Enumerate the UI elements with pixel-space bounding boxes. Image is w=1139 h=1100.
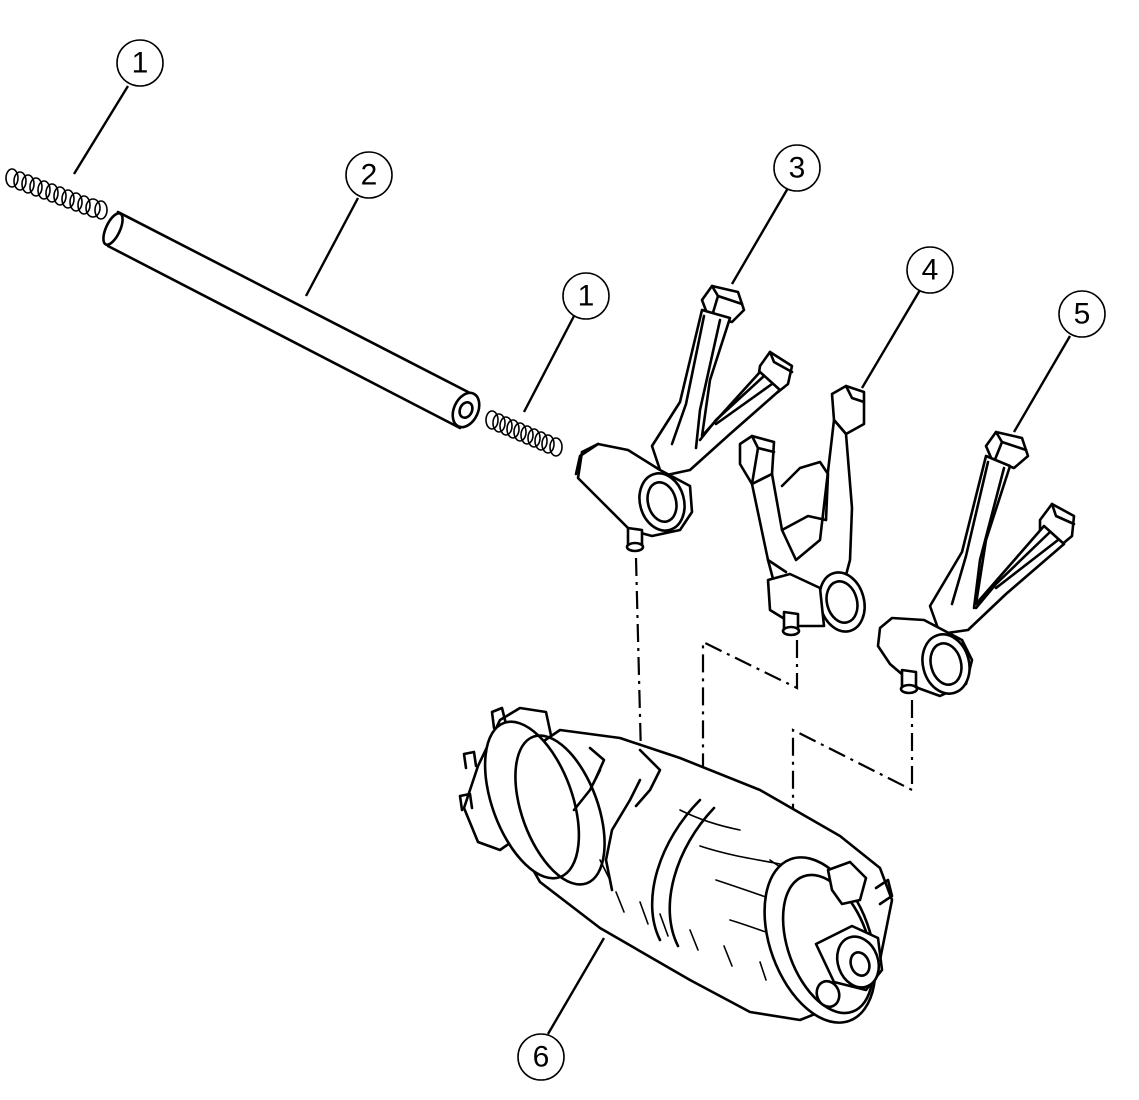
shift-fork-3 <box>574 284 794 553</box>
callout-4-label: 4 <box>922 254 939 287</box>
callout-5-label: 5 <box>1074 298 1091 331</box>
callout-1-center: 1 <box>562 272 610 320</box>
callout-6-label: 6 <box>533 1041 550 1074</box>
callout-5: 5 <box>1058 290 1106 338</box>
callout-1-center-label: 1 <box>578 280 595 313</box>
callout-6: 6 <box>517 1033 565 1081</box>
callout-1-left-label: 1 <box>132 47 149 80</box>
leader-lines <box>72 85 1072 1035</box>
spring-center <box>485 410 563 457</box>
alignment-lines <box>634 557 914 880</box>
callout-4: 4 <box>906 246 954 294</box>
callout-2-label: 2 <box>361 159 378 192</box>
shift-fork-4 <box>738 384 866 637</box>
callout-1-left: 1 <box>116 39 164 87</box>
callout-3-label: 3 <box>789 152 806 185</box>
shift-fork-5 <box>876 430 1076 698</box>
callout-2: 2 <box>345 151 393 199</box>
shift-shaft <box>102 210 481 430</box>
spring-left <box>5 168 108 220</box>
callout-3: 3 <box>773 144 821 192</box>
shift-drum <box>458 706 894 1024</box>
